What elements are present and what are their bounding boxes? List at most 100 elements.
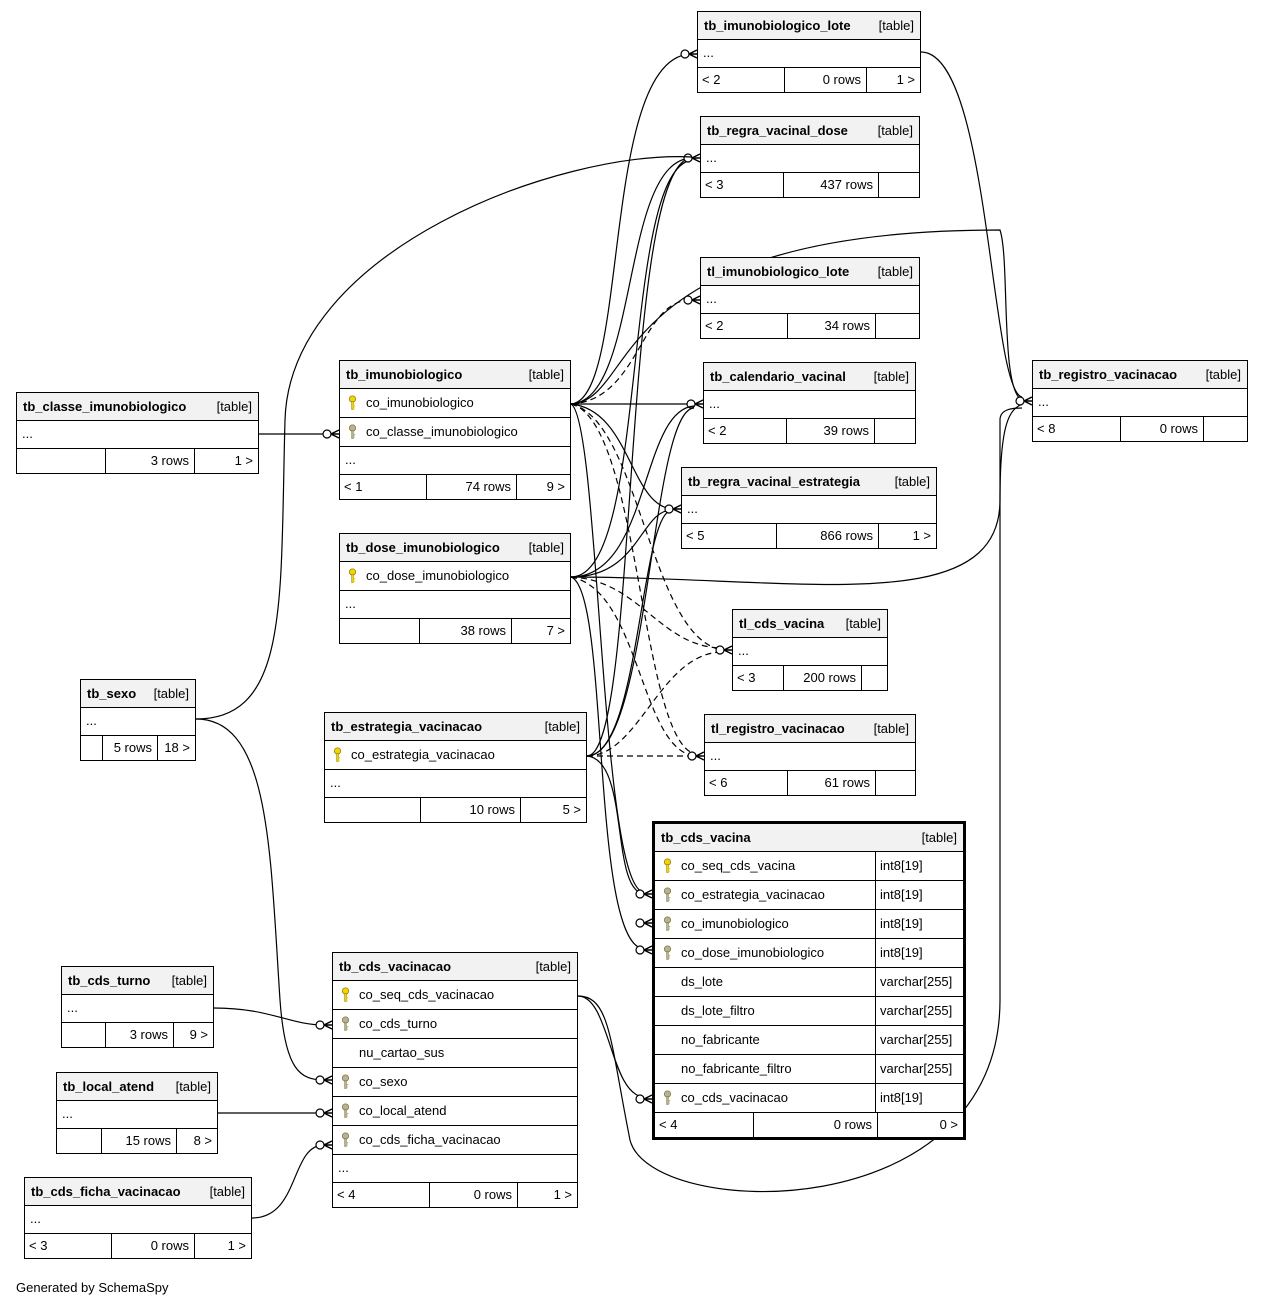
parents-link[interactable]: < 2 xyxy=(708,423,727,438)
children-link[interactable]: 8 > xyxy=(176,1129,217,1153)
table-header[interactable]: tl_imunobiologico_lote[table] xyxy=(701,258,919,286)
parents-link[interactable]: < 8 xyxy=(1037,421,1056,436)
column-name[interactable]: co_cds_turno xyxy=(359,1016,438,1031)
more-columns-ellipsis[interactable]: ... xyxy=(340,447,570,475)
parents-link[interactable]: < 1 xyxy=(344,479,363,494)
table-tb-cds-vacinacao[interactable]: tb_cds_vacinacao[table]co_seq_cds_vacina… xyxy=(332,952,578,1208)
table-tb-classe-imunobiologico[interactable]: tb_classe_imunobiologico[table]...3 rows… xyxy=(16,392,259,474)
more-columns-ellipsis[interactable]: ... xyxy=(17,421,258,449)
table-header[interactable]: tb_cds_ficha_vacinacao[table] xyxy=(25,1178,251,1206)
table-name[interactable]: tb_dose_imunobiologico xyxy=(346,540,500,555)
table-header[interactable]: tl_registro_vacinacao[table] xyxy=(705,715,915,743)
column-name[interactable]: co_imunobiologico xyxy=(366,395,474,410)
generated-by-credit[interactable]: Generated by SchemaSpy xyxy=(16,1280,169,1295)
children-link[interactable] xyxy=(875,771,915,795)
more-columns-ellipsis[interactable]: ... xyxy=(340,591,570,619)
table-name[interactable]: tb_imunobiologico_lote xyxy=(704,18,851,33)
table-header[interactable]: tb_regra_vacinal_estrategia[table] xyxy=(682,468,936,496)
more-columns-ellipsis[interactable]: ... xyxy=(705,743,915,771)
more-columns-ellipsis[interactable]: ... xyxy=(57,1101,217,1129)
table-header[interactable]: tb_registro_vacinacao[table] xyxy=(1033,361,1247,389)
column-name[interactable]: co_estrategia_vacinacao xyxy=(351,747,495,762)
parents-link[interactable]: < 4 xyxy=(659,1117,678,1132)
children-link[interactable]: 1 > xyxy=(517,1183,577,1207)
table-tb-imunobiologico[interactable]: tb_imunobiologico[table] co_imunobiologic… xyxy=(339,360,571,500)
table-name[interactable]: tl_imunobiologico_lote xyxy=(707,264,850,279)
column-name[interactable]: no_fabricante_filtro xyxy=(681,1061,792,1076)
children-link[interactable] xyxy=(874,419,915,443)
table-name[interactable]: tb_cds_vacina xyxy=(661,830,751,845)
table-header[interactable]: tb_regra_vacinal_dose[table] xyxy=(701,117,919,145)
children-link[interactable]: 5 > xyxy=(520,798,586,822)
more-columns-ellipsis[interactable]: ... xyxy=(333,1155,577,1183)
more-columns-ellipsis[interactable]: ... xyxy=(682,496,936,524)
table-header[interactable]: tb_local_atend[table] xyxy=(57,1073,217,1101)
table-name[interactable]: tb_cds_turno xyxy=(68,973,151,988)
table-header[interactable]: tb_estrategia_vacinacao[table] xyxy=(325,713,586,741)
children-link[interactable]: 1 > xyxy=(878,524,936,548)
table-header[interactable]: tb_dose_imunobiologico[table] xyxy=(340,534,570,562)
children-link[interactable]: 7 > xyxy=(511,619,570,643)
table-header[interactable]: tb_imunobiologico_lote[table] xyxy=(698,12,920,40)
column-row[interactable]: co_dose_imunobiologico xyxy=(340,562,570,591)
more-columns-ellipsis[interactable]: ... xyxy=(81,708,195,736)
table-name[interactable]: tb_regra_vacinal_dose xyxy=(707,123,848,138)
column-name[interactable]: no_fabricante xyxy=(681,1032,760,1047)
table-name[interactable]: tl_registro_vacinacao xyxy=(711,721,845,736)
column-name[interactable]: co_imunobiologico xyxy=(681,916,789,931)
table-name[interactable]: tb_calendario_vacinal xyxy=(710,369,846,384)
column-row[interactable]: co_imunobiologico xyxy=(340,389,570,418)
column-name[interactable]: co_seq_cds_vacinacao xyxy=(359,987,495,1002)
table-header[interactable]: tl_cds_vacina[table] xyxy=(733,610,887,638)
children-link[interactable] xyxy=(878,173,919,197)
more-columns-ellipsis[interactable]: ... xyxy=(704,391,915,419)
parents-link[interactable] xyxy=(340,619,419,643)
column-name[interactable]: ds_lote xyxy=(681,974,723,989)
table-header[interactable]: tb_imunobiologico[table] xyxy=(340,361,570,389)
table-name[interactable]: tb_estrategia_vacinacao xyxy=(331,719,483,734)
parents-link[interactable]: < 4 xyxy=(337,1187,356,1202)
children-link[interactable] xyxy=(861,666,887,690)
column-name[interactable]: co_dose_imunobiologico xyxy=(681,945,825,960)
parents-link[interactable]: < 2 xyxy=(702,72,721,87)
column-name[interactable]: nu_cartao_sus xyxy=(359,1045,445,1060)
column-row[interactable]: co_seq_cds_vacinacao xyxy=(333,981,577,1010)
column-name[interactable]: co_estrategia_vacinacao xyxy=(681,887,825,902)
more-columns-ellipsis[interactable]: ... xyxy=(62,995,213,1023)
parents-link[interactable]: < 3 xyxy=(29,1238,48,1253)
table-header[interactable]: tb_sexo[table] xyxy=(81,680,195,708)
table-name[interactable]: tb_cds_vacinacao xyxy=(339,959,452,974)
table-name[interactable]: tb_local_atend xyxy=(63,1079,155,1094)
table-header[interactable]: tb_cds_turno[table] xyxy=(62,967,213,995)
column-row[interactable]: co_estrategia_vacinacao xyxy=(325,741,586,770)
parents-link[interactable]: < 6 xyxy=(709,775,728,790)
column-row[interactable]: co_sexo xyxy=(333,1068,577,1097)
column-row[interactable]: nu_cartao_sus xyxy=(333,1039,577,1068)
table-name[interactable]: tb_cds_ficha_vacinacao xyxy=(31,1184,181,1199)
table-name[interactable]: tb_regra_vacinal_estrategia xyxy=(688,474,860,489)
table-tb-estrategia-vacinacao[interactable]: tb_estrategia_vacinacao[table] co_estrate… xyxy=(324,712,587,823)
column-name[interactable]: co_cds_vacinacao xyxy=(681,1090,788,1105)
more-columns-ellipsis[interactable]: ... xyxy=(701,286,919,314)
children-link[interactable]: 0 > xyxy=(877,1113,963,1137)
table-name[interactable]: tb_imunobiologico xyxy=(346,367,463,382)
more-columns-ellipsis[interactable]: ... xyxy=(325,770,586,798)
table-name[interactable]: tb_registro_vacinacao xyxy=(1039,367,1178,382)
